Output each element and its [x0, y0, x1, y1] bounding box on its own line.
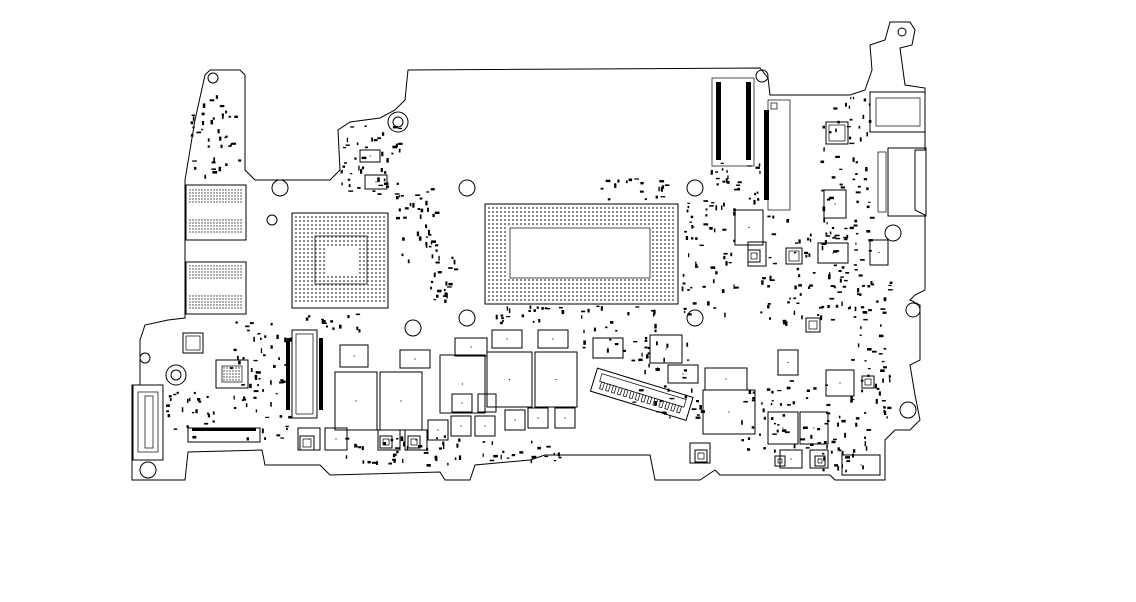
mounting-hole: [458, 179, 476, 197]
mounting-hole: [686, 309, 704, 327]
power-components: [297, 149, 889, 476]
small-bga: [215, 359, 249, 389]
mounting-hole: [207, 72, 219, 84]
mounting-hole: [139, 461, 157, 479]
mounting-hole: [387, 111, 409, 133]
cpu-bga: [484, 203, 679, 305]
pch-bga: [291, 212, 389, 309]
mounting-hole: [686, 179, 704, 197]
mounting-hole: [899, 401, 917, 419]
mounting-hole: [139, 352, 151, 364]
connector-vertical-top: [711, 77, 791, 211]
connector-bottom-left: [187, 427, 261, 443]
usb-port: [869, 91, 927, 217]
mounting-hole: [266, 214, 278, 226]
mounting-hole: [458, 309, 476, 327]
board-outline: [131, 21, 926, 481]
connector-left-edge: [132, 384, 164, 461]
mounting-hole: [755, 69, 769, 83]
smd-components: [166, 95, 893, 473]
mounting-hole: [165, 364, 187, 386]
memory-bga-upper: [185, 184, 247, 241]
connector-vertical-mid: [286, 329, 323, 419]
memory-bga-lower: [185, 261, 247, 315]
mounting-hole: [905, 302, 921, 318]
mounting-hole: [884, 224, 902, 242]
mounting-hole: [404, 319, 422, 337]
mounting-hole: [897, 27, 907, 37]
mounting-holes: [139, 27, 921, 479]
qfn-chips: [182, 121, 875, 467]
mounting-hole: [271, 179, 289, 197]
connector-angled: [589, 367, 694, 421]
